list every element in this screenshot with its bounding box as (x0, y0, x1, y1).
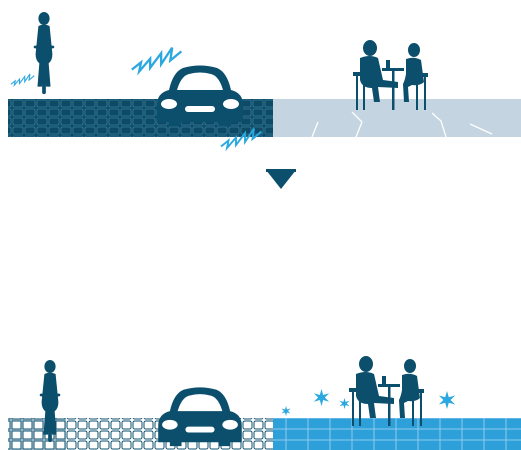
sparkle-icon (313, 389, 330, 406)
car-icon (158, 387, 242, 447)
noise-burst-icon (130, 46, 183, 73)
panel-before (8, 12, 521, 149)
panel-after (8, 356, 521, 450)
sparkle-icon (339, 398, 350, 409)
grid-lane (8, 418, 66, 450)
arrow-stem (266, 169, 296, 172)
pavement-cracks (311, 111, 493, 138)
cracked-pavement (273, 99, 521, 137)
car-icon (157, 65, 243, 126)
down-arrow-icon (266, 170, 296, 189)
cafe-people-icon (349, 356, 424, 426)
sparkle-icon (438, 391, 456, 409)
sparkle-icon (281, 406, 291, 416)
noise-burst-icon (10, 73, 36, 87)
cyclist-icon (33, 12, 55, 95)
blue-tile-terrace (273, 418, 521, 450)
